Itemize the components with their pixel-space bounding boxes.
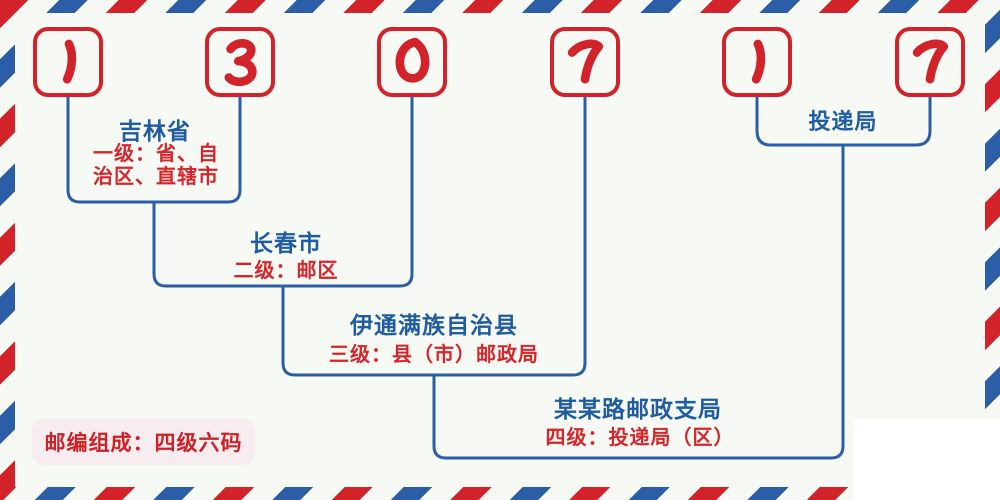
level-4-description: 四级：投递局（区） [545, 425, 735, 449]
digit-box-4 [550, 27, 620, 97]
level-1-region-name: 吉林省 [119, 119, 191, 145]
postal-composition-badge: 邮编组成：四级六码 [32, 418, 255, 465]
level-2-region-name: 长春市 [250, 231, 322, 257]
postal-composition-text: 邮编组成：四级六码 [44, 430, 243, 455]
envelope-background [15, 13, 985, 487]
level-2-description: 二级：邮区 [233, 258, 339, 282]
digit-box-1 [33, 27, 103, 97]
digit-box-5 [722, 27, 792, 97]
blank-corner-patch [854, 419, 1000, 500]
digit-box-3 [377, 27, 447, 97]
digit-box-6 [895, 27, 965, 97]
level-1-description: 一级：省、自治区、直辖市 [93, 141, 219, 188]
bracket-delivery-office [755, 97, 932, 147]
bracket-level-4 [432, 145, 845, 460]
digit-box-2 [205, 27, 275, 97]
level-3-description: 三级：县（市）邮政局 [329, 342, 539, 366]
level-3-region-name: 伊通满族自治县 [350, 313, 518, 339]
level-4-region-name: 某某路邮政支局 [554, 397, 722, 423]
delivery-office-label: 投递局 [808, 110, 878, 135]
